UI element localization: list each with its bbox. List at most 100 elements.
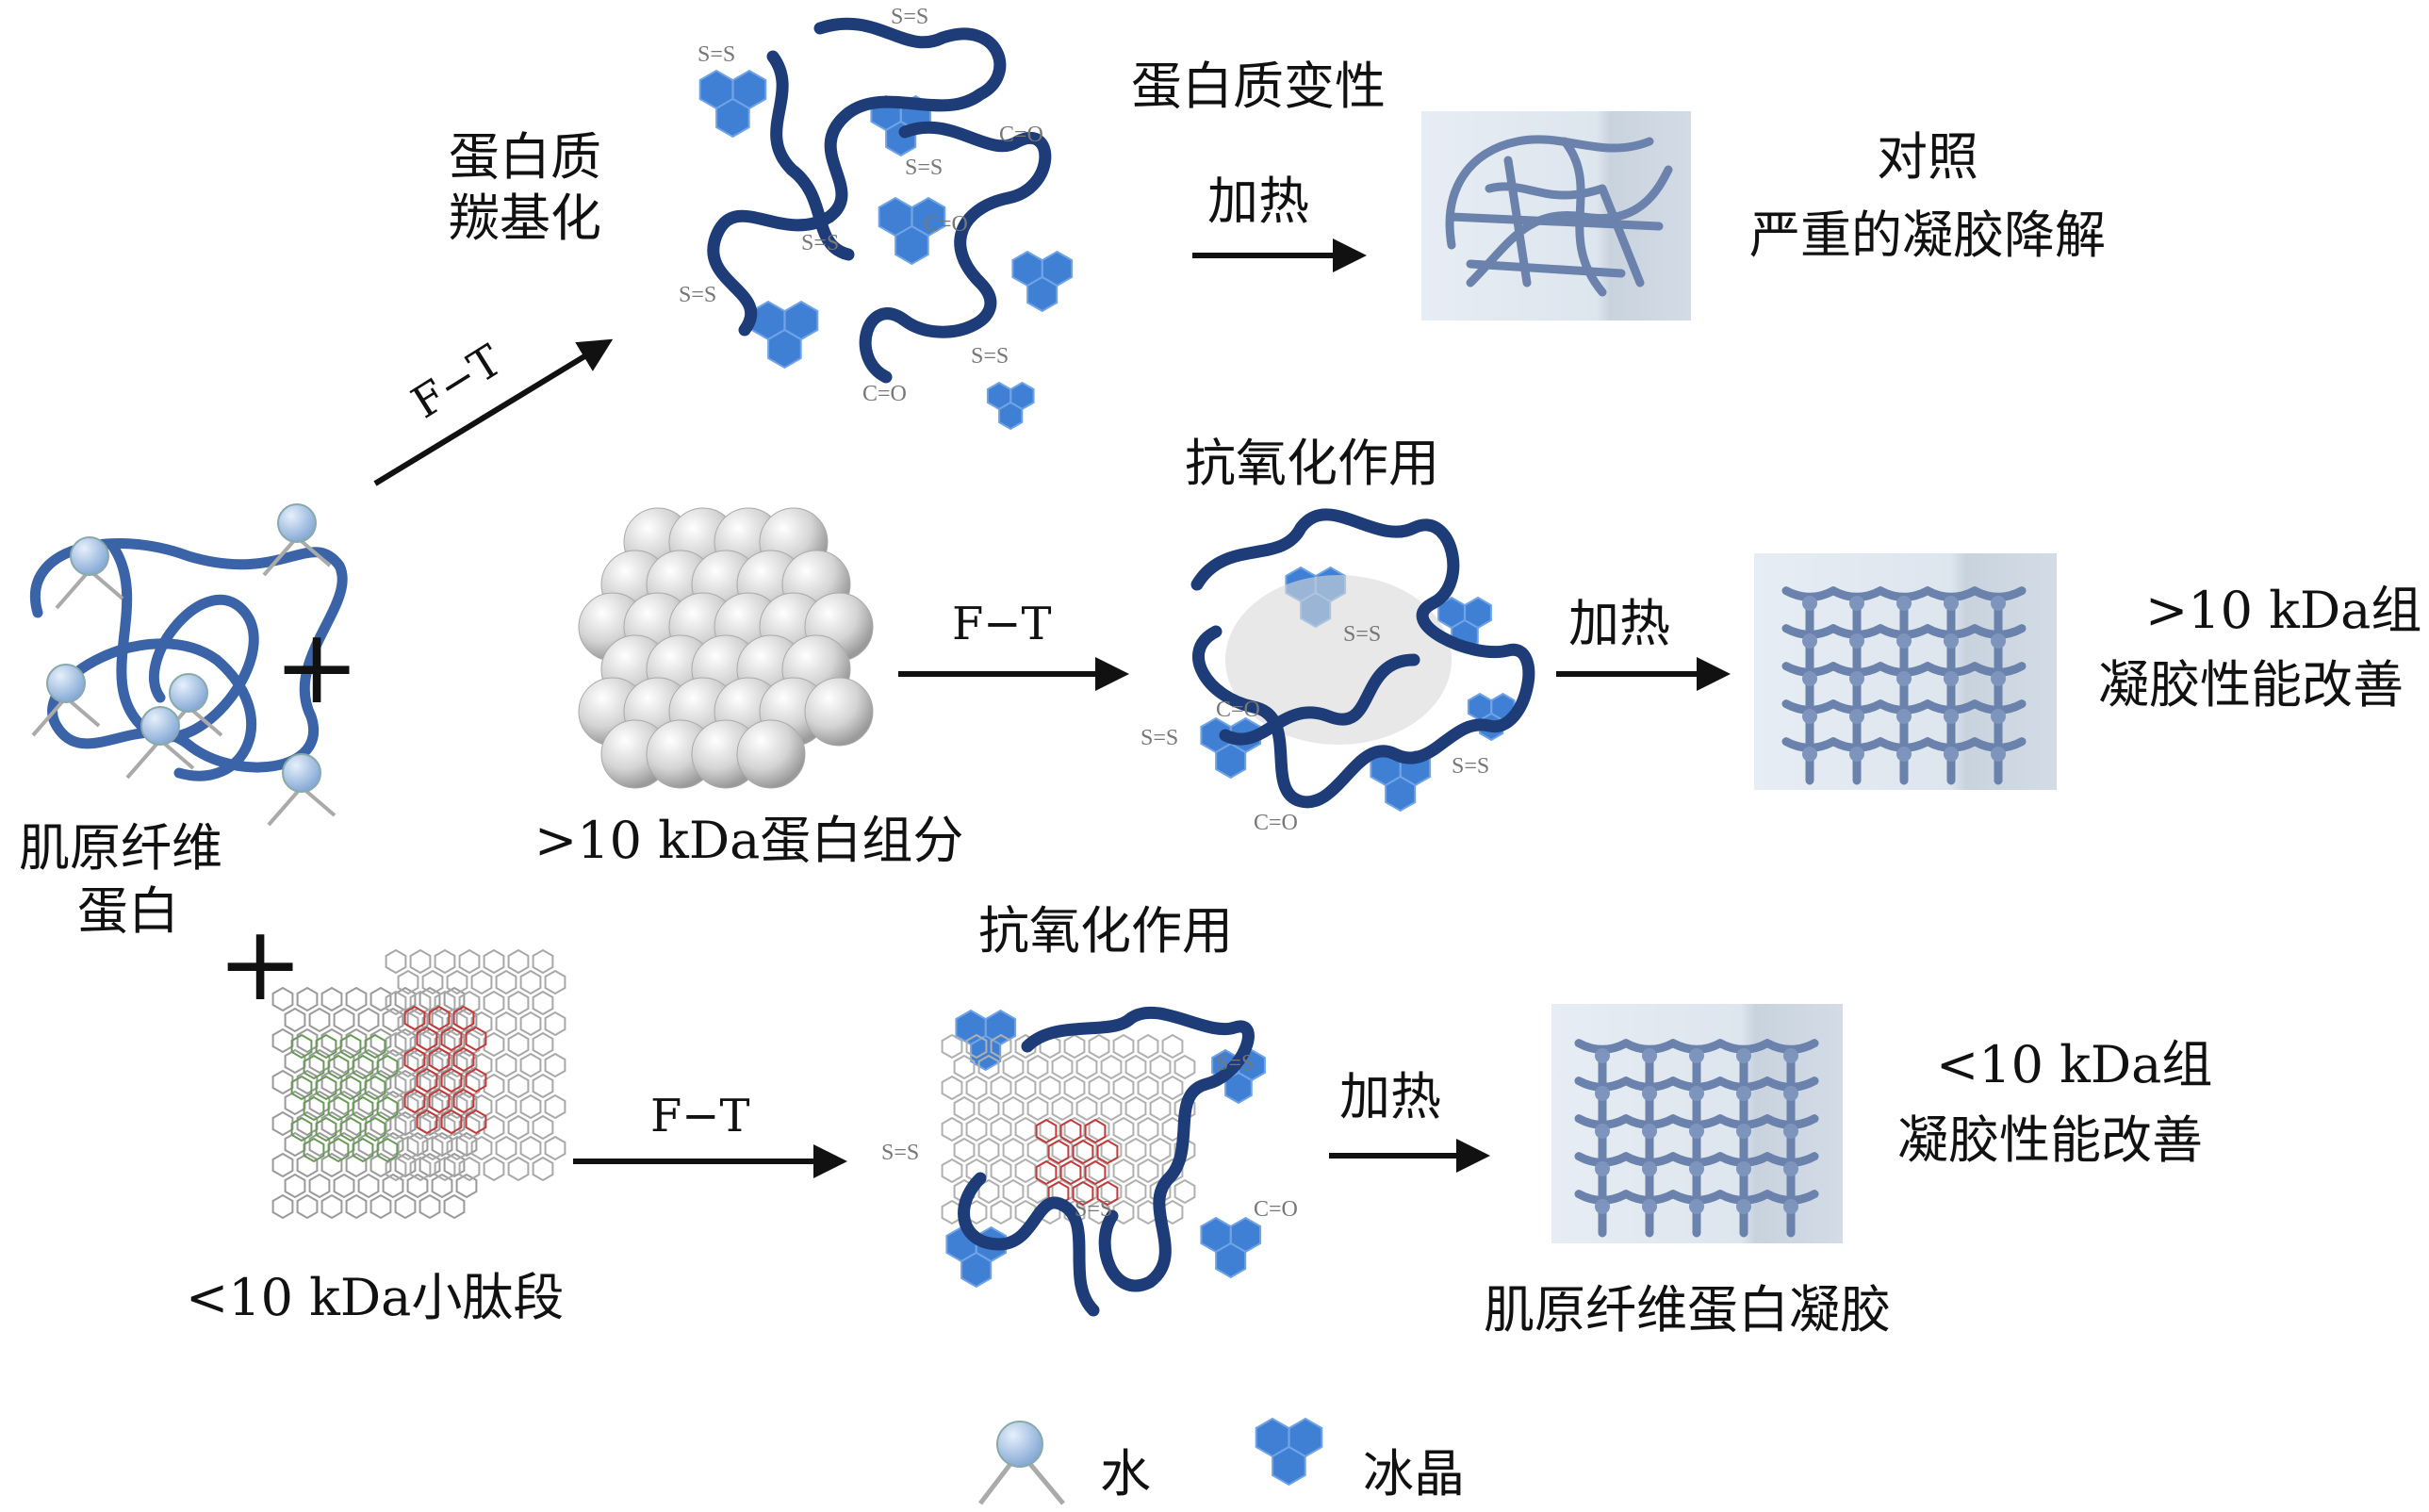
peptide-ring	[1149, 1054, 1172, 1080]
small-peptides-label: <10 kDa小肽段	[186, 1268, 564, 1327]
gel-node	[1802, 671, 1817, 686]
peptide-ring	[507, 1156, 530, 1182]
peptide-ring	[290, 1033, 313, 1060]
peptide-ring	[1112, 1033, 1135, 1060]
gel-node	[1642, 1086, 1657, 1101]
peptide-ring	[339, 1033, 362, 1060]
antioxidation-label-bottom: 抗氧化作用	[978, 901, 1233, 961]
peptide-ring	[434, 1114, 456, 1141]
peptide-ring	[271, 1069, 294, 1095]
disulfide-bond-label: S=S	[801, 231, 839, 255]
peptide-ring	[419, 1152, 441, 1178]
freeze-thaw-label-bottom: F−T	[650, 1090, 750, 1142]
heating-label-middle: 加热	[1568, 594, 1670, 653]
peptide-ring	[320, 986, 343, 1012]
peptide-ring	[532, 1156, 554, 1182]
peptide-ring	[394, 1027, 417, 1054]
peptide-ring	[1075, 1095, 1098, 1122]
peptide-ring	[1173, 1054, 1196, 1080]
ice-crystal-hexagon	[767, 328, 802, 370]
peptide-ring	[416, 1067, 438, 1093]
large-protein-fraction-graphic	[578, 507, 874, 789]
gel-node	[1783, 1048, 1798, 1063]
gel-node	[1944, 747, 1959, 762]
peptide-ring	[455, 1173, 478, 1199]
gel-node	[1595, 1161, 1610, 1176]
peptide-ring	[507, 948, 530, 975]
peptide-ring	[1137, 1075, 1159, 1101]
water-molecule-icon	[978, 1421, 1065, 1505]
peptide-ring	[315, 1075, 337, 1101]
peptide-ring	[544, 1052, 566, 1078]
peptide-ring	[495, 1052, 517, 1078]
peptide-ring	[483, 948, 505, 975]
peptide-ring	[465, 1067, 487, 1093]
gel-node	[1849, 747, 1864, 762]
myofibrillar-label-line2: 蛋白	[77, 881, 179, 941]
peptide-ring	[284, 1007, 306, 1033]
peptide-ring	[452, 1046, 475, 1073]
peptide-ring	[483, 1156, 505, 1182]
peptide-ring	[409, 990, 432, 1016]
peptide-ring	[385, 1114, 407, 1141]
peptide-ring	[296, 1193, 319, 1220]
peptide-ring	[303, 1054, 325, 1080]
peptide-ring	[428, 1046, 451, 1073]
peptide-ring	[1075, 1054, 1098, 1080]
carbonyl-label: C=O	[1254, 1197, 1298, 1222]
peptide-ring	[409, 1156, 432, 1182]
peptide-ring	[455, 1048, 478, 1075]
peptide-ring	[470, 1052, 493, 1078]
control-description: 严重的凝胶降解	[1749, 205, 2106, 265]
peptide-ring	[495, 1011, 517, 1037]
peptide-ring	[1112, 1075, 1135, 1101]
disulfide-bond-label: S=S	[1343, 622, 1381, 647]
peptide-ring	[1047, 1139, 1070, 1165]
peptide-ring	[345, 1193, 368, 1220]
protein-sphere	[804, 677, 874, 747]
peptide-ring	[446, 969, 468, 995]
gel-node	[1944, 709, 1959, 724]
peptide-ring	[364, 1075, 386, 1101]
peptide-ring	[385, 1156, 407, 1182]
peptide-ring	[385, 990, 407, 1016]
peptide-ring	[397, 1011, 419, 1037]
gel-node	[1849, 671, 1864, 686]
peptide-ring	[1072, 1139, 1094, 1165]
peptide-ring	[470, 1093, 493, 1120]
peptide-ring	[296, 1027, 319, 1054]
gel-node	[1595, 1124, 1610, 1139]
gel-node	[1802, 747, 1817, 762]
peptide-ring	[403, 1046, 426, 1073]
peptide-ring	[428, 1005, 451, 1031]
peptide-ring	[434, 1156, 456, 1182]
peptide-ring	[409, 1114, 432, 1141]
peptide-ring	[382, 1131, 404, 1158]
gel-node	[1944, 671, 1959, 686]
peptide-ring	[403, 1005, 426, 1031]
ice-crystal-hexagon	[1026, 275, 1059, 313]
peptide-ring	[1026, 1095, 1049, 1122]
degraded-gel-image	[1421, 111, 1691, 320]
peptide-ring	[953, 1095, 976, 1122]
peptide-ring	[1100, 1095, 1123, 1122]
peptide-ring	[990, 1199, 1012, 1225]
peptide-ring	[1002, 1054, 1025, 1080]
disulfide-bond-label: S=S	[1216, 1051, 1254, 1076]
peptide-ring	[1112, 1116, 1135, 1142]
peptide-ring	[446, 1135, 468, 1161]
disulfide-bond-label: S=S	[971, 344, 1009, 369]
gel-node	[1689, 1048, 1704, 1063]
peptide-ring	[290, 1116, 313, 1142]
ice-crystal-hexagon	[715, 97, 750, 139]
carbonyl-label: C=O	[862, 382, 907, 406]
peptide-ring	[1112, 1158, 1135, 1184]
water-molecule-icon	[262, 503, 332, 577]
peptide-ring	[1051, 1054, 1074, 1080]
peptide-ring	[394, 1069, 417, 1095]
peptide-ring	[443, 1110, 466, 1137]
ice-crystal-hexagon	[894, 224, 929, 266]
ice-crystal-icon	[1255, 1417, 1323, 1487]
gel-node	[1896, 633, 1912, 649]
